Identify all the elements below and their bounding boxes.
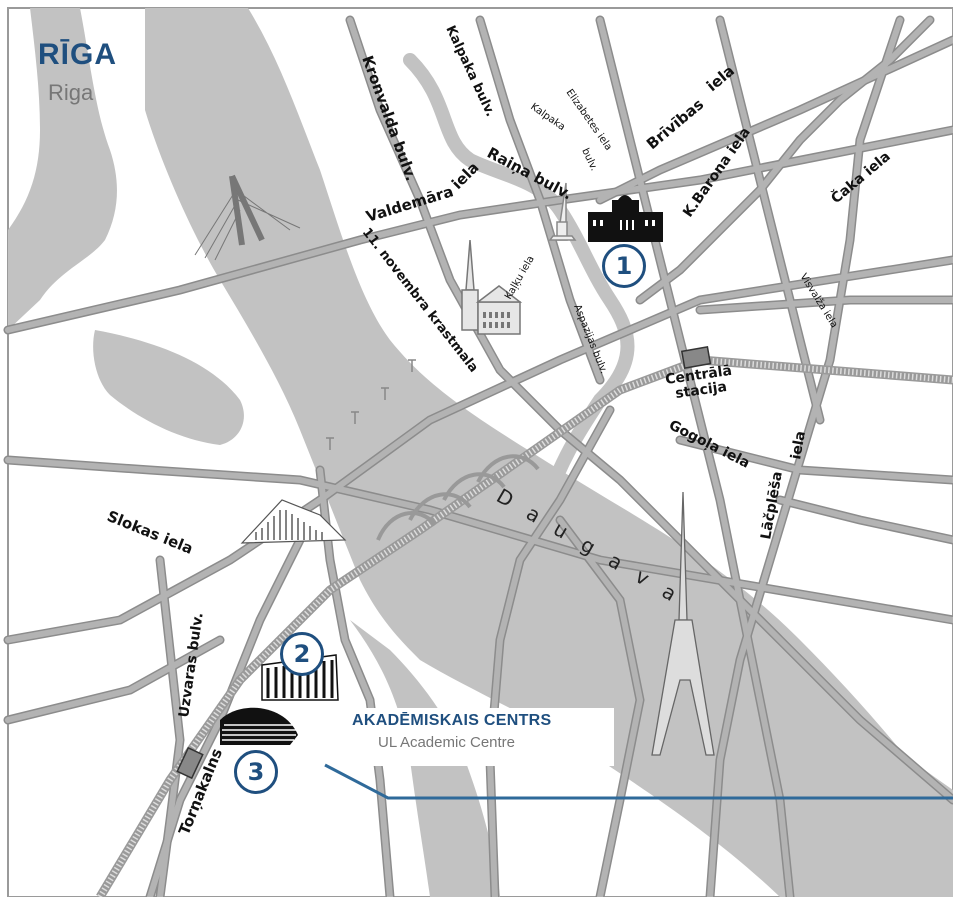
river-island-west — [93, 330, 244, 445]
street-label: stacija — [674, 379, 728, 402]
central-station-icon — [680, 345, 712, 369]
academic-centre-label-box — [338, 708, 614, 766]
national-library-icon — [240, 499, 347, 544]
academic-centre-subtitle: UL Academic Centre — [378, 734, 516, 751]
street-label: iela — [788, 430, 809, 461]
location-marker-1[interactable]: 1 — [602, 244, 646, 288]
railway-line — [96, 355, 953, 897]
railway-bridge-icon — [376, 454, 540, 541]
academic-centre-leader-line — [324, 763, 953, 800]
tv-tower-icon — [651, 491, 715, 756]
city-title: RĪGA — [38, 38, 117, 71]
city-subtitle: Riga — [48, 80, 94, 105]
daugava-branch-left — [8, 8, 117, 330]
university-building-icon — [588, 195, 663, 242]
freedom-monument-icon — [548, 182, 577, 241]
academic-centre-title: AKADĒMISKAIS CENTRS — [352, 712, 552, 729]
location-marker-3[interactable]: 3 — [234, 750, 278, 794]
cable-bridge-icon — [194, 174, 301, 261]
tornakalns-station-icon — [176, 746, 204, 780]
bridge-lamps-icon — [326, 359, 416, 450]
location-marker-2[interactable]: 2 — [280, 632, 324, 676]
dome-cathedral-icon — [461, 239, 523, 335]
academic-building-3-icon — [220, 707, 298, 745]
